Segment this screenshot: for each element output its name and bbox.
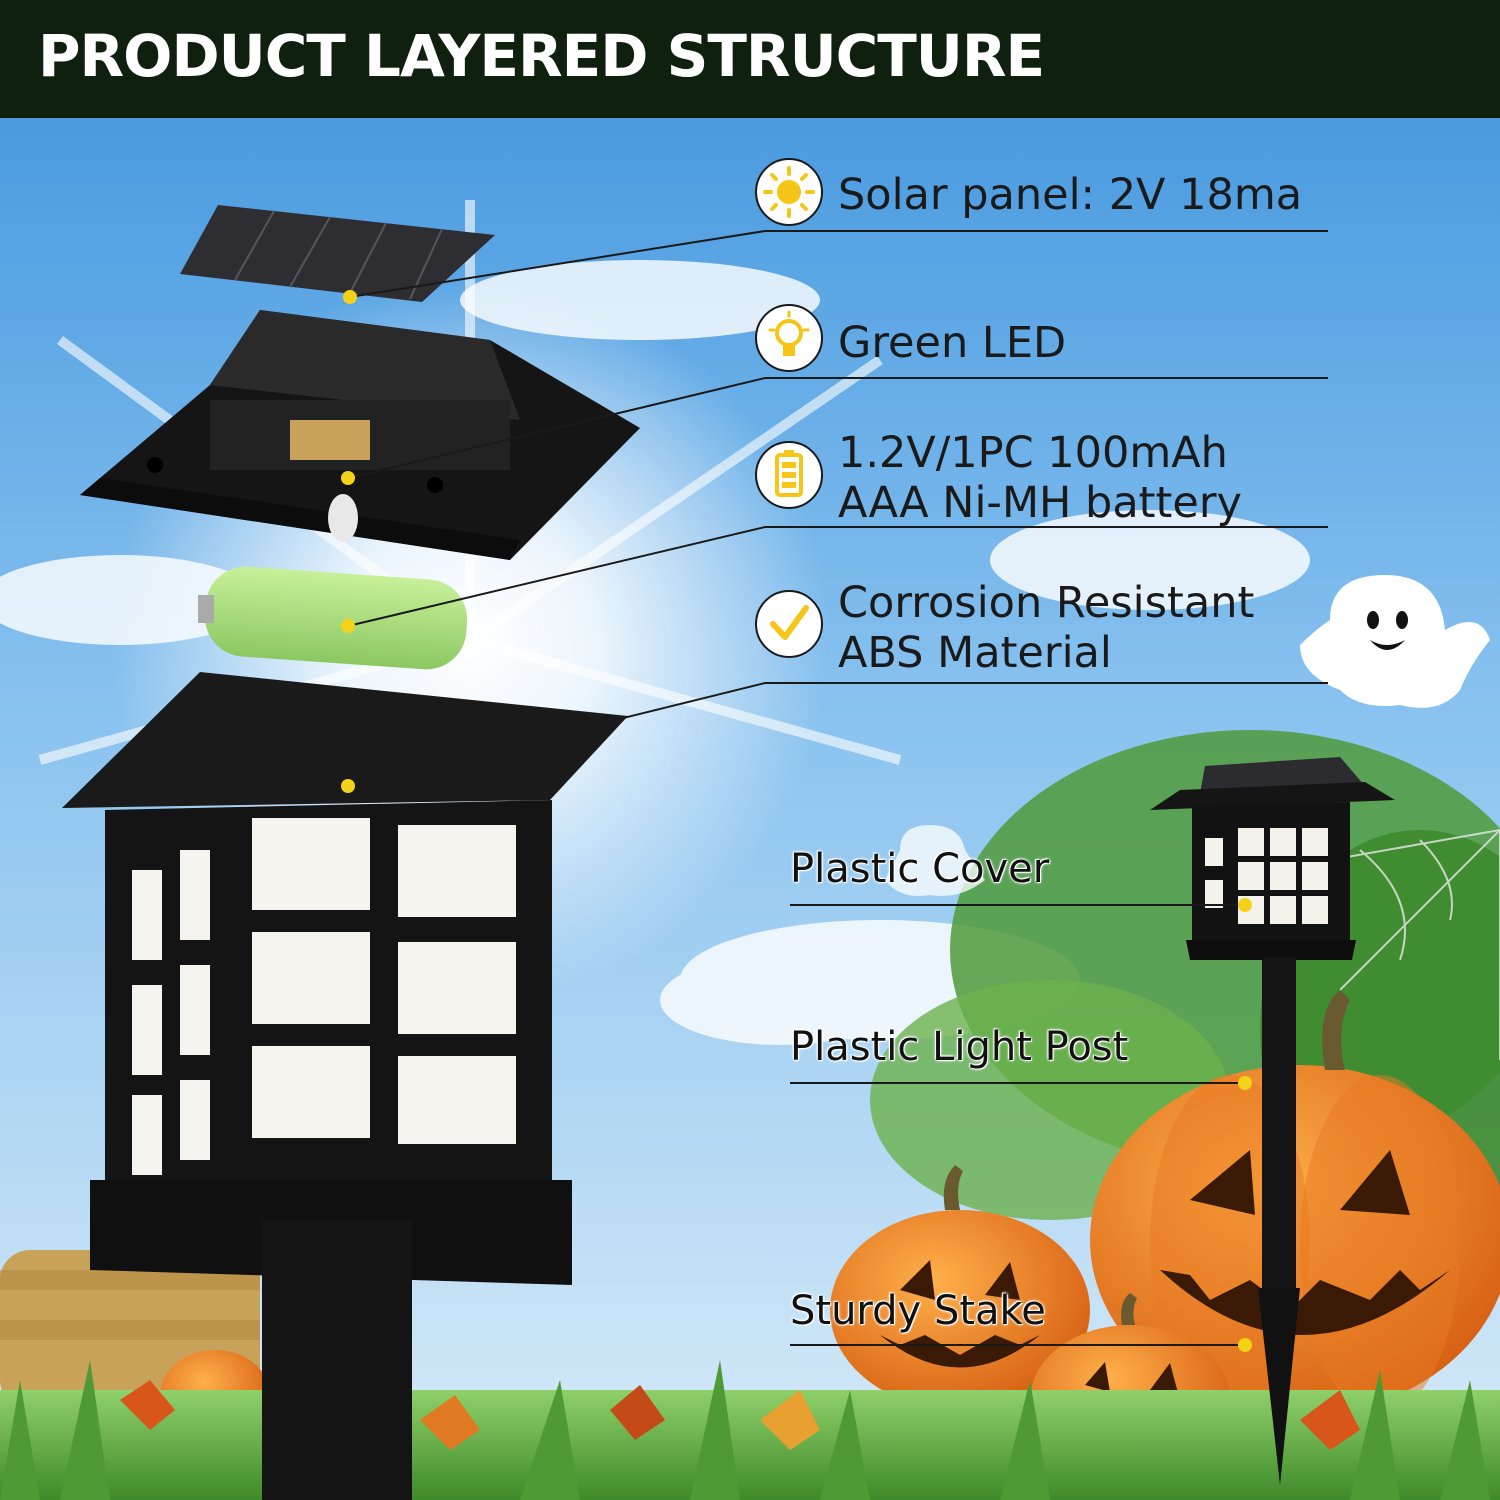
assembled-lamp [1150, 757, 1395, 1485]
lantern-body-part [62, 672, 628, 1500]
spec-solar-panel-label: Solar panel: 2V 18ma [838, 170, 1303, 220]
autumn-leaves [120, 1380, 1360, 1450]
callout-plastic-cover: Plastic Cover [790, 846, 1050, 892]
top-cap-part [80, 310, 640, 560]
banner-title: PRODUCT LAYERED STRUCTURE [38, 22, 1045, 90]
leader-dots [341, 290, 1252, 1352]
ghost-decoration-small [885, 825, 985, 896]
spider-web [1329, 829, 1500, 1060]
battery-part [198, 566, 468, 670]
spec-green-led: Green LED [838, 318, 1066, 368]
bulb-icon [755, 304, 823, 372]
title-banner: PRODUCT LAYERED STRUCTURE [0, 0, 1500, 118]
spec-solar-panel: Solar panel: 2V 18ma [838, 170, 1302, 220]
spec-material-line1: Corrosion Resistant [838, 578, 1255, 628]
spec-green-led-label: Green LED [838, 318, 1067, 368]
leader-lines [347, 230, 1328, 1346]
spec-battery-line2: AAA Ni-MH battery [838, 478, 1242, 528]
ghost-decoration [1300, 575, 1490, 708]
spec-material: Corrosion Resistant ABS Material [838, 578, 1254, 678]
callout-sturdy-stake: Sturdy Stake [790, 1288, 1046, 1334]
checkmark-icon [755, 590, 823, 658]
spec-battery-line1: 1.2V/1PC 100mAh [838, 428, 1228, 478]
grass [0, 1390, 1500, 1500]
battery-icon [755, 441, 823, 509]
background-scene [0, 118, 1500, 1500]
spec-material-line2: ABS Material [838, 628, 1112, 678]
sun-icon [755, 158, 823, 226]
solar-panel-part [180, 205, 495, 302]
callout-plastic-light-post: Plastic Light Post [790, 1024, 1129, 1070]
spec-battery: 1.2V/1PC 100mAh AAA Ni-MH battery [838, 428, 1242, 528]
